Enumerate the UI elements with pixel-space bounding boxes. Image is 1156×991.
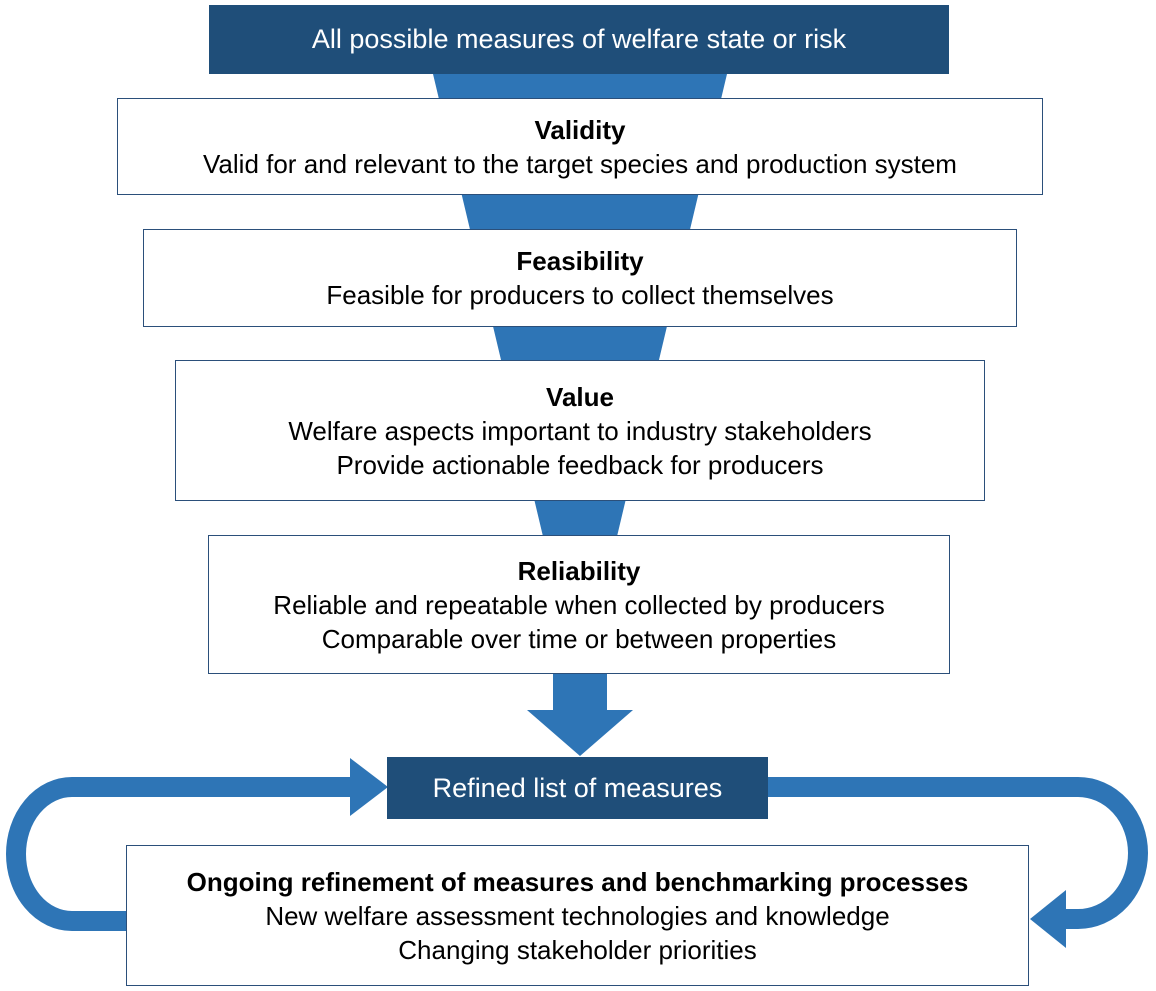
stage-title: Validity (534, 114, 626, 145)
refined-box-label: Refined list of measures (432, 772, 723, 803)
stage-line: Reliable and repeatable when collected b… (273, 589, 885, 620)
stage-title: Feasibility (516, 246, 644, 276)
ongoing-line: Changing stakeholder priorities (398, 934, 757, 965)
left-loop-arrow-head (350, 758, 388, 816)
stage-value: Value Welfare aspects important to indus… (175, 360, 985, 501)
left-loop-arrow (6, 777, 360, 931)
down-arrow-head (527, 710, 633, 756)
stage-reliability: Reliability Reliable and repeatable when… (208, 535, 950, 674)
stage-feasibility: Feasibility Feasible for producers to co… (143, 229, 1017, 327)
refined-box: Refined list of measures (387, 757, 768, 819)
stage-line: Welfare aspects important to industry st… (288, 415, 872, 446)
ongoing-box: Ongoing refinement of measures and bench… (126, 845, 1029, 986)
ongoing-line: New welfare assessment technologies and … (265, 900, 890, 931)
stage-validity: Validity Valid for and relevant to the t… (117, 98, 1043, 195)
top-box: All possible measures of welfare state o… (209, 5, 949, 74)
right-loop-arrow-head (1030, 890, 1066, 948)
ongoing-title: Ongoing refinement of measures and bench… (186, 866, 969, 897)
stage-title: Value (546, 381, 614, 412)
right-loop-arrow (768, 777, 1148, 929)
stage-line: Valid for and relevant to the target spe… (203, 148, 957, 179)
stage-line: Comparable over time or between properti… (321, 623, 837, 654)
stage-line: Provide actionable feedback for producer… (336, 449, 824, 480)
stage-line: Feasible for producers to collect themse… (326, 280, 834, 310)
top-box-label: All possible measures of welfare state o… (311, 24, 847, 54)
stage-title: Reliability (517, 555, 641, 586)
